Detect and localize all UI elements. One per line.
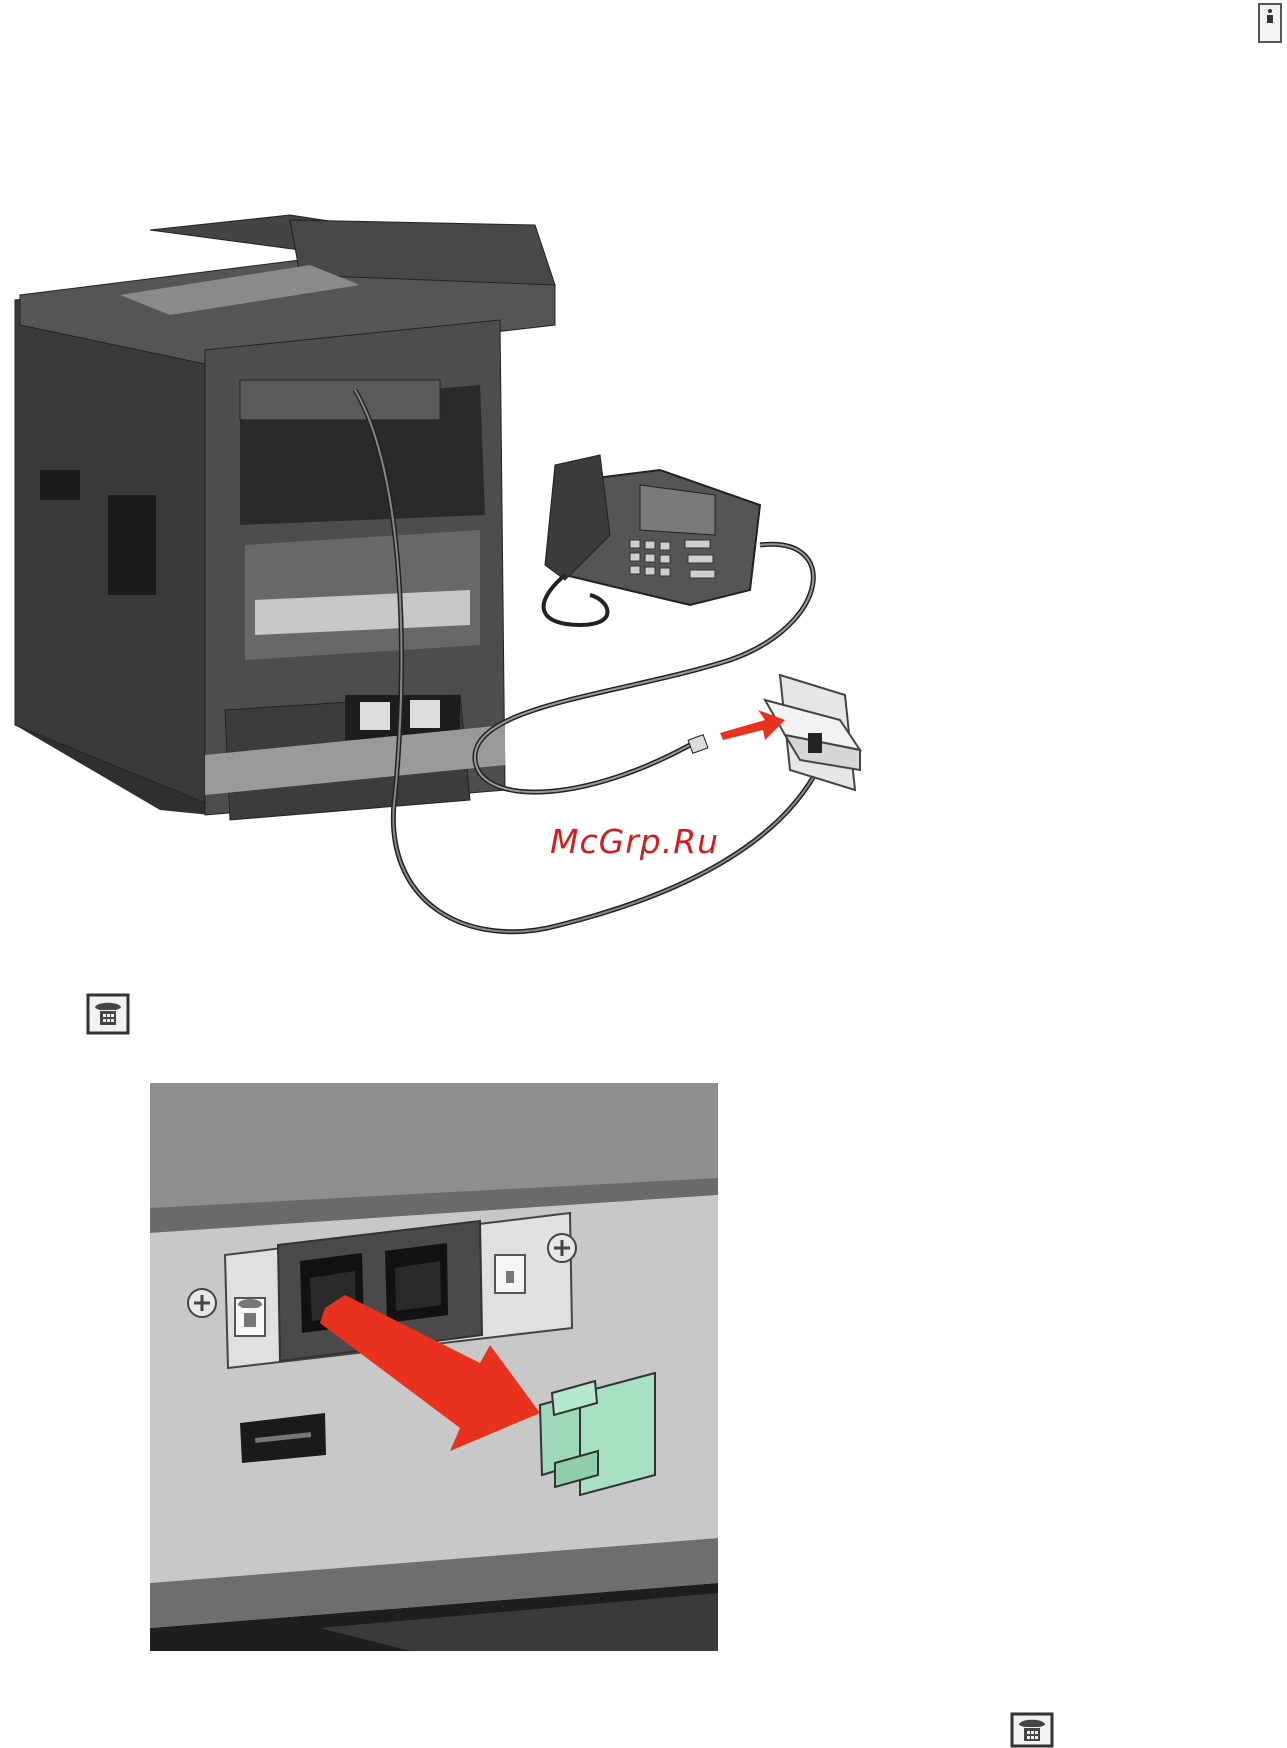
watermark: McGrp.Ru bbox=[550, 822, 719, 861]
wall-jack-line-icon bbox=[1258, 3, 1282, 43]
phone-port-icon bbox=[1010, 1712, 1054, 1748]
printer-rear-ports-closeup-illustration bbox=[150, 1083, 718, 1651]
printer-phone-wall-jack-illustration bbox=[0, 205, 870, 955]
phone-port-icon bbox=[86, 993, 130, 1035]
